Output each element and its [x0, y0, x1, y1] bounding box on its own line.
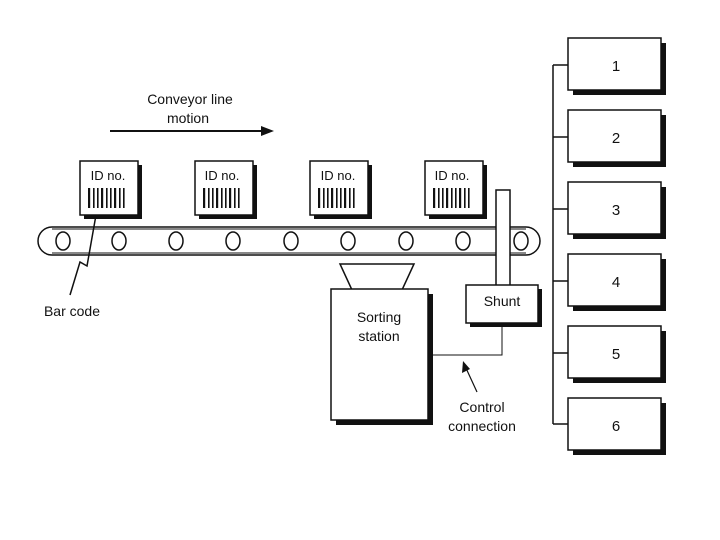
barcode-stripe: [110, 188, 112, 208]
barcode-stripe: [229, 188, 232, 208]
bin-3-label: 3: [612, 202, 620, 219]
barcode-stripe: [203, 188, 206, 208]
shunt-label: Shunt: [484, 293, 521, 309]
conveyor-roller: [111, 231, 127, 251]
sorting-station-label-line1: Sorting: [357, 309, 401, 325]
control-connection-label-line1: Control: [459, 399, 504, 415]
conveyor-motion-label-line1: Conveyor line: [147, 91, 233, 107]
control-connection-label-line2: connection: [448, 418, 516, 434]
barcode-stripe: [451, 188, 453, 208]
package-4-barcode: [433, 188, 470, 208]
barcode-stripe: [106, 188, 108, 208]
bin-6-label: 6: [612, 418, 620, 435]
conveyor-rollers: [55, 231, 529, 251]
barcode-stripe: [114, 188, 117, 208]
control-connection-pointer: [462, 361, 478, 393]
barcode-stripe: [468, 188, 470, 208]
barcode-stripe: [459, 188, 462, 208]
conveyor-roller: [513, 231, 529, 251]
package-1-barcode: [88, 188, 125, 208]
package-2-barcode: [203, 188, 240, 208]
barcode-stripe: [344, 188, 347, 208]
package-4: ID no.: [424, 160, 487, 219]
bin-1-label: 1: [612, 58, 620, 75]
barcode-stripe: [123, 188, 125, 208]
bin-2-label: 2: [612, 130, 620, 147]
package-3: ID no.: [309, 160, 372, 219]
package-3-barcode: [318, 188, 355, 208]
barcode-stripe: [212, 188, 214, 208]
motion-arrow: [110, 126, 274, 136]
package-1: ID no.: [79, 160, 142, 219]
barcode-stripe: [97, 188, 99, 208]
barcode-stripe: [442, 188, 444, 208]
barcode-stripe: [446, 188, 449, 208]
control-connection-line: [433, 327, 503, 356]
conveyor-roller: [455, 231, 471, 251]
barcode-stripe: [353, 188, 355, 208]
barcode-stripe: [327, 188, 329, 208]
barcode-stripe: [216, 188, 219, 208]
barcode-stripe: [349, 188, 351, 208]
bin-4-label: 4: [612, 274, 620, 291]
conveyor-roller: [340, 231, 356, 251]
conveyor-roller: [398, 231, 414, 251]
barcode-stripe: [455, 188, 457, 208]
barcode-stripe: [336, 188, 338, 208]
barcode-stripe: [433, 188, 436, 208]
bin-1: 1: [567, 37, 666, 95]
barcode-stripe: [318, 188, 321, 208]
conveyor-roller: [55, 231, 71, 251]
barcode-stripe: [225, 188, 227, 208]
barcode-stripe: [331, 188, 334, 208]
barcode-stripe: [438, 188, 440, 208]
package-2: ID no.: [194, 160, 257, 219]
barcode-stripe: [221, 188, 223, 208]
bin-5: 5: [567, 325, 666, 383]
conveyor-roller: [283, 231, 299, 251]
shunt: Shunt: [465, 189, 542, 327]
package-1-id-label: ID no.: [91, 168, 126, 183]
package-4-id-label: ID no.: [435, 168, 470, 183]
bin-4: 4: [567, 253, 666, 311]
bar-code-label: Bar code: [44, 303, 100, 319]
bin-2: 2: [567, 109, 666, 167]
package-3-id-label: ID no.: [321, 168, 356, 183]
barcode-stripe: [93, 188, 95, 208]
barcode-stripe: [238, 188, 240, 208]
barcode-stripe: [101, 188, 104, 208]
barcode-stripe: [464, 188, 466, 208]
barcode-stripe: [234, 188, 236, 208]
bin-5-label: 5: [612, 346, 620, 363]
bin-distribution-bus: [552, 64, 568, 425]
conveyor-motion-label-line2: motion: [167, 110, 209, 126]
barcode-stripe: [340, 188, 342, 208]
barcode-stripe: [119, 188, 121, 208]
bin-6: 6: [567, 397, 666, 455]
sorting-station-label-line2: station: [358, 328, 399, 344]
barcode-stripe: [88, 188, 91, 208]
package-2-id-label: ID no.: [205, 168, 240, 183]
barcode-stripe: [323, 188, 325, 208]
conveyor-roller: [225, 231, 241, 251]
sorting-station: Sorting station: [330, 263, 433, 425]
bin-3: 3: [567, 181, 666, 239]
barcode-stripe: [208, 188, 210, 208]
bar-code-pointer: [69, 214, 97, 296]
conveyor-roller: [168, 231, 184, 251]
